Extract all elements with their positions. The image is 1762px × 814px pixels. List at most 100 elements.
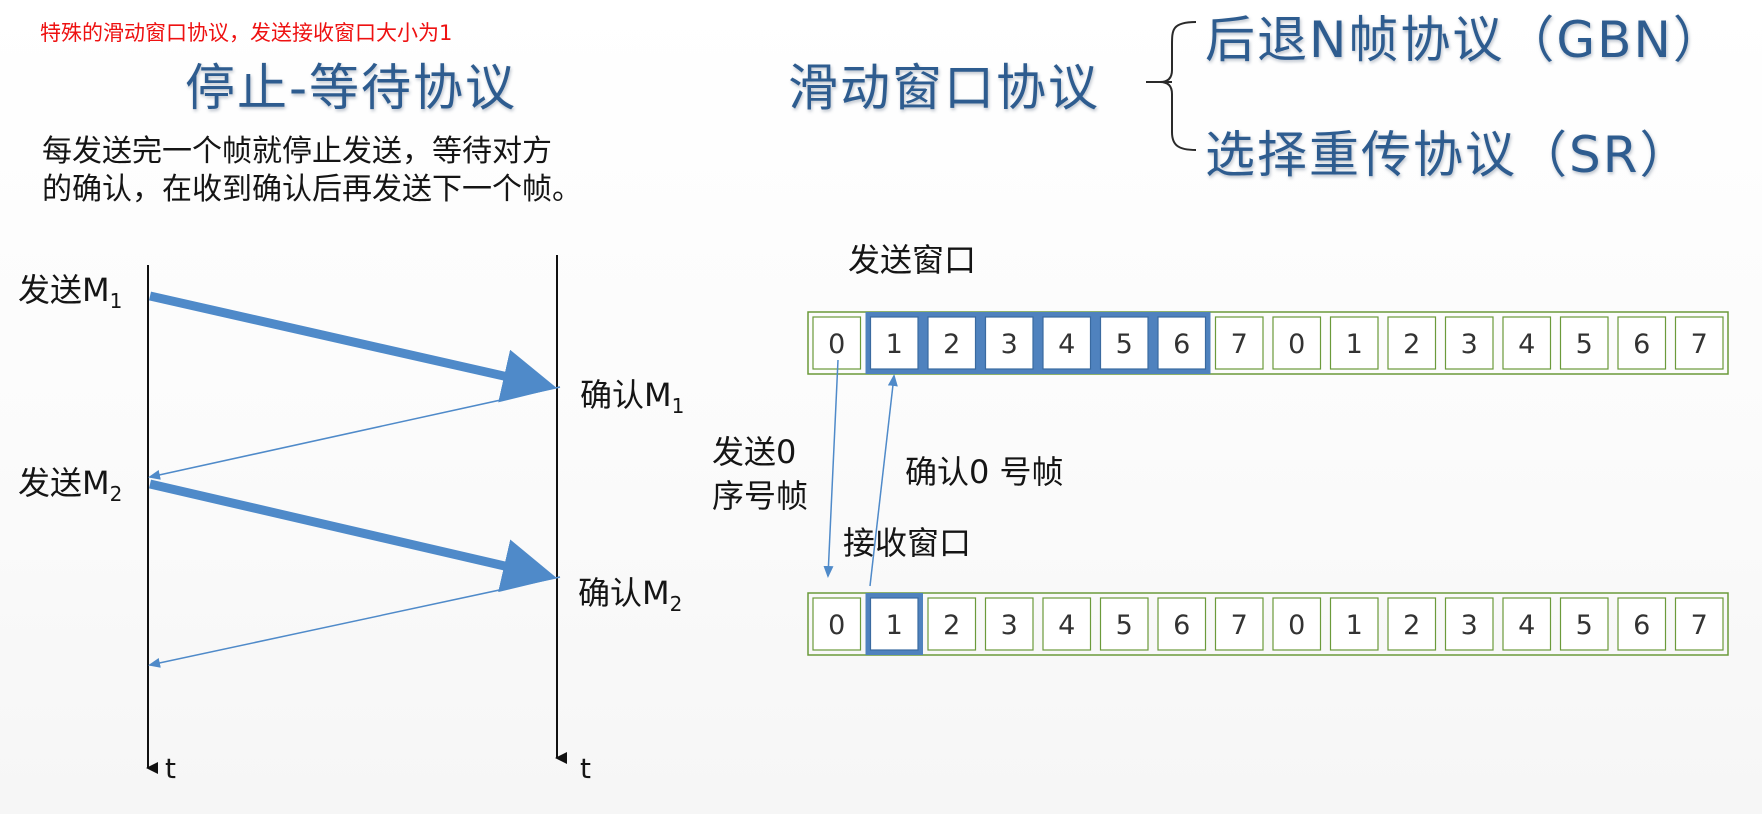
send-cell-box xyxy=(1674,316,1724,370)
recv-cell-box xyxy=(1502,597,1552,651)
recv-cell-box xyxy=(1099,597,1149,651)
gbn-label: 后退N帧协议（GBN） xyxy=(1205,11,1725,69)
send-cell-7: 7 xyxy=(1214,316,1264,370)
recv-cell-box xyxy=(1387,597,1437,651)
send-cell-number: 7 xyxy=(1231,329,1248,360)
send-cell-11: 3 xyxy=(1444,316,1494,370)
recv-cell-number: 0 xyxy=(828,610,845,641)
recv-cell-box xyxy=(1042,597,1092,651)
send-frame-label: 发送0 序号帧 xyxy=(712,430,808,518)
send-cell-box xyxy=(1214,316,1264,370)
recv-cell-number: 3 xyxy=(1461,610,1478,641)
recv-cell-11: 3 xyxy=(1444,597,1494,651)
recv-cell-2: 2 xyxy=(927,597,977,651)
send-cell-box xyxy=(812,316,862,370)
ack-m1-arrow xyxy=(148,386,561,480)
send-frame-label-line-1: 发送0 xyxy=(712,433,797,471)
recv-cell-number: 4 xyxy=(1058,610,1075,641)
send-cell-3: 3 xyxy=(980,312,1038,374)
recv-cell-4: 4 xyxy=(1042,597,1092,651)
description-line-2: 的确认，在收到确认后再发送下一个帧。 xyxy=(42,172,582,207)
send-cell-13: 5 xyxy=(1559,316,1609,370)
recv-cell-14: 6 xyxy=(1617,597,1667,651)
send-cell-box xyxy=(1502,316,1552,370)
send-cell-0: 0 xyxy=(812,316,862,370)
ack-m2-label: 确认M2 xyxy=(578,574,683,616)
recv-cell-box xyxy=(1157,597,1207,651)
send-cell-1: 1 xyxy=(865,312,923,374)
recv-cell-number: 5 xyxy=(1576,610,1593,641)
send-frame-label-line-2: 序号帧 xyxy=(712,477,809,515)
sliding-window-title: 滑动窗口协议 xyxy=(788,59,1100,117)
recv-cell-10: 2 xyxy=(1387,597,1437,651)
time-axis-right-label: t xyxy=(580,752,591,785)
send-cell-number: 5 xyxy=(1116,329,1133,360)
recv-cell-6: 6 xyxy=(1157,597,1207,651)
send-cell-8: 0 xyxy=(1272,316,1322,370)
recv-cell-number: 2 xyxy=(943,610,960,641)
recv-cell-box xyxy=(1617,597,1667,651)
recv-cell-number: 5 xyxy=(1116,610,1133,641)
recv-cell-box xyxy=(927,597,977,651)
send-cell-box xyxy=(1329,316,1379,370)
send-cell-number: 1 xyxy=(886,329,903,360)
ack-frame0-arrow xyxy=(869,374,898,587)
recv-cell-number: 1 xyxy=(886,610,903,641)
stop-wait-title: 停止-等待协议 xyxy=(185,59,518,117)
recv-cell-0: 0 xyxy=(812,597,862,651)
send-cell-number: 5 xyxy=(1576,329,1593,360)
send-cell-box xyxy=(869,316,919,370)
send-cell-9: 1 xyxy=(1329,316,1379,370)
send-frame0-arrow xyxy=(823,359,839,578)
recv-cell-number: 2 xyxy=(1403,610,1420,641)
recv-cell-box xyxy=(869,597,919,651)
send-cell-number: 4 xyxy=(1518,329,1535,360)
recv-cell-box xyxy=(1444,597,1494,651)
send-cell-10: 2 xyxy=(1387,316,1437,370)
frame-m2-arrow xyxy=(148,479,557,593)
send-cell-box xyxy=(1444,316,1494,370)
recv-cell-number: 4 xyxy=(1518,610,1535,641)
send-cell-number: 3 xyxy=(1001,329,1018,360)
send-cell-number: 4 xyxy=(1058,329,1075,360)
recv-cell-13: 5 xyxy=(1559,597,1609,651)
recv-cell-number: 0 xyxy=(1288,610,1305,641)
recv-cell-3: 3 xyxy=(984,597,1034,651)
recv-cell-box xyxy=(812,597,862,651)
recv-cell-box xyxy=(1272,597,1322,651)
recv-window-label: 接收窗口 xyxy=(843,524,972,562)
time-axis-left-label: t xyxy=(165,752,176,785)
recv-cell-number: 6 xyxy=(1633,610,1650,641)
send-cell-number: 3 xyxy=(1461,329,1478,360)
recv-cell-box xyxy=(1559,597,1609,651)
stop-wait-description: 每发送完一个帧就停止发送，等待对方 的确认，在收到确认后再发送下一个帧。 xyxy=(42,133,582,209)
send-cell-box xyxy=(1617,316,1667,370)
recv-cell-number: 7 xyxy=(1691,610,1708,641)
send-cell-number: 0 xyxy=(828,329,845,360)
description-line-1: 每发送完一个帧就停止发送，等待对方 xyxy=(42,134,552,169)
recv-cell-1: 1 xyxy=(865,593,923,655)
recv-cell-8: 0 xyxy=(1272,597,1322,651)
recv-cell-box xyxy=(1214,597,1264,651)
recv-cell-number: 7 xyxy=(1231,610,1248,641)
send-cell-box xyxy=(1272,316,1322,370)
send-row-frame xyxy=(807,311,1729,375)
recv-row-frame xyxy=(807,592,1729,656)
recv-cell-box xyxy=(1674,597,1724,651)
recv-cell-12: 4 xyxy=(1502,597,1552,651)
send-cell-number: 6 xyxy=(1633,329,1650,360)
top-note: 特殊的滑动窗口协议，发送接收窗口大小为1 xyxy=(40,21,453,45)
recv-cell-box xyxy=(984,597,1034,651)
send-cell-box xyxy=(1559,316,1609,370)
recv-cell-9: 1 xyxy=(1329,597,1379,651)
send-cell-4: 4 xyxy=(1038,312,1096,374)
recv-cell-number: 6 xyxy=(1173,610,1190,641)
recv-cell-number: 1 xyxy=(1346,610,1363,641)
recv-cell-box xyxy=(1329,597,1379,651)
recv-cell-5: 5 xyxy=(1099,597,1149,651)
send-cell-2: 2 xyxy=(923,312,981,374)
protocol-brace xyxy=(1146,21,1197,151)
